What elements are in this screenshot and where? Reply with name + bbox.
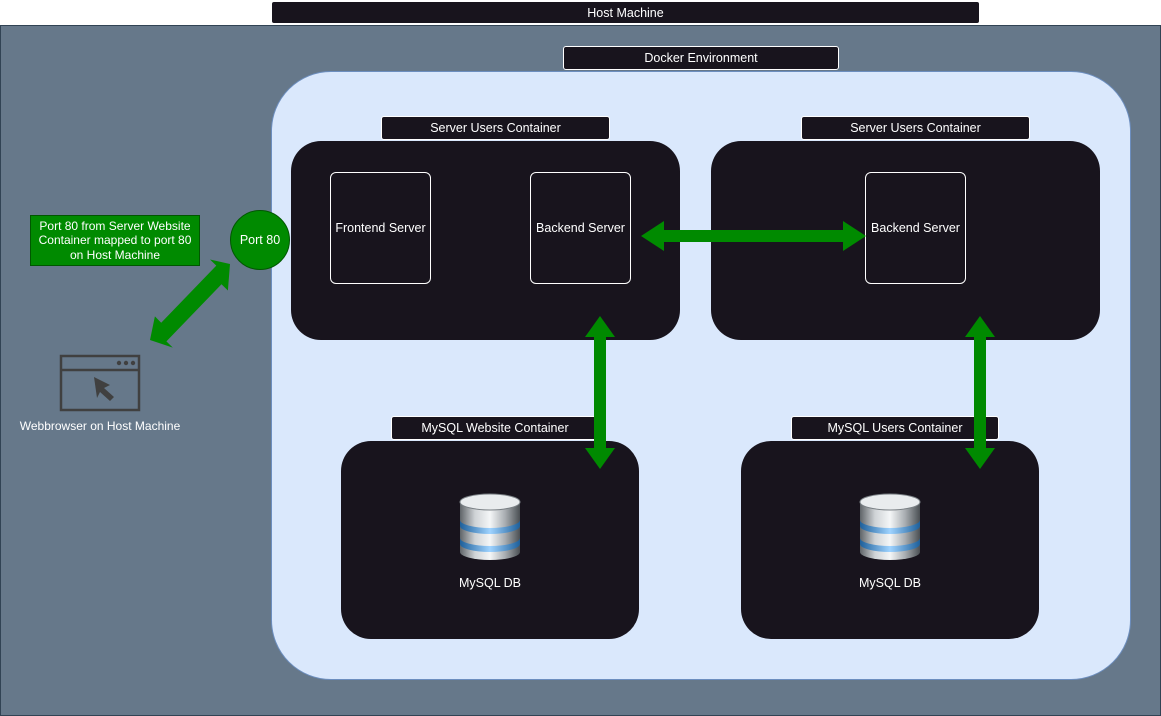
mysql-db-label-users: MySQL DB <box>858 576 922 590</box>
mysql-website-container-title: MySQL Website Container <box>391 416 599 440</box>
port-80-circle: Port 80 <box>230 210 290 270</box>
frontend-server: Frontend Server <box>330 172 431 284</box>
users-db-link-arrow <box>965 316 995 469</box>
docker-environment-title: Docker Environment <box>563 46 839 70</box>
mysql-users-container-title: MySQL Users Container <box>791 416 999 440</box>
mouse-cursor-icon <box>94 377 114 401</box>
host-machine-title: Host Machine <box>271 1 980 24</box>
browser-menu-dots-icon <box>116 360 136 366</box>
webbrowser-label: Webbrowser on Host Machine <box>19 419 181 433</box>
backend-server-right: Backend Server <box>865 172 966 284</box>
database-icon <box>859 493 921 560</box>
server-users-container-right-title: Server Users Container <box>801 116 1030 140</box>
database-icon <box>459 493 521 560</box>
server-users-container-left-title: Server Users Container <box>381 116 610 140</box>
browser-window-icon <box>59 354 141 412</box>
port-mapping-note: Port 80 from Server Website Container ma… <box>30 215 200 266</box>
backend-link-arrow <box>641 221 866 251</box>
backend-server-left: Backend Server <box>530 172 631 284</box>
browser-port-link-arrow <box>150 259 230 348</box>
mysql-db-label-website: MySQL DB <box>458 576 522 590</box>
website-db-link-arrow <box>585 316 615 469</box>
